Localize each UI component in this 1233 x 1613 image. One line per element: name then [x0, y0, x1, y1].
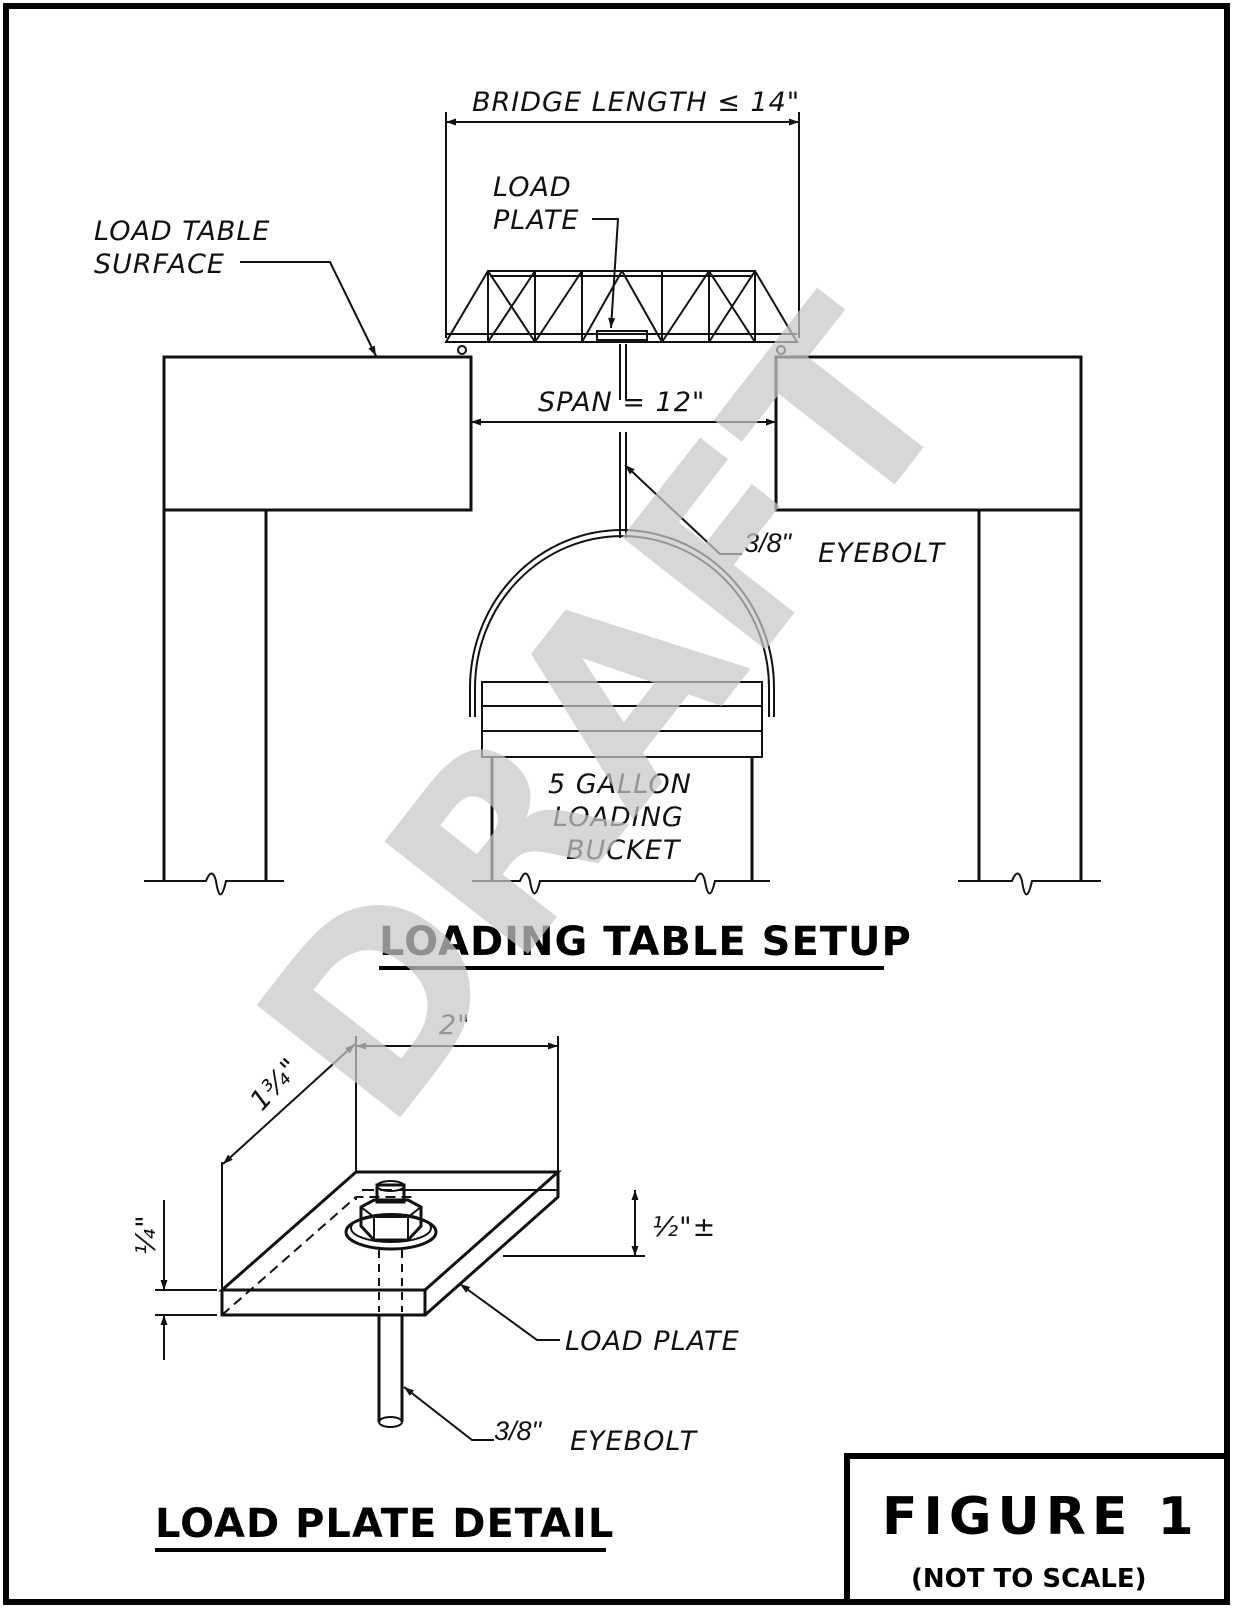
eyebolt-detail-label: EYEBOLT [570, 1426, 699, 1457]
eyebolt-leader [624, 464, 742, 555]
setup-title: LOADING TABLE SETUP [379, 919, 912, 965]
load-plate-shape [218, 1170, 562, 1317]
loading-table-setup: BRIDGE LENGTH ≤ 14" LOAD PLATE LOAD TABL… [94, 87, 1101, 970]
loading-bucket [469, 529, 775, 895]
left-table [144, 355, 473, 896]
table-surface-label-2: SURFACE [94, 249, 225, 280]
bucket-label-1: 5 GALLON [548, 769, 692, 800]
sheet-border [3, 3, 1230, 1605]
width-label: 2" [439, 1010, 471, 1041]
thickness-label: ¼" [131, 1214, 162, 1255]
load-plate-leader [592, 218, 620, 329]
load-plate-detail: 2" 1¾" [131, 1010, 740, 1552]
eyebolt-detail-size: 3/8" [494, 1416, 543, 1446]
load-plate-label-1: LOAD [493, 172, 572, 203]
eyebolt-size-label: 3/8" [744, 528, 793, 558]
figure-label: FIGURE 1 [882, 1487, 1200, 1547]
eyebolt-label: EYEBOLT [818, 538, 947, 569]
load-plate-detail-leader [459, 1283, 560, 1341]
bucket-label-2: LOADING [553, 802, 684, 833]
truss-bridge [444, 270, 799, 355]
not-to-scale-label: (NOT TO SCALE) [911, 1564, 1147, 1594]
right-table [774, 355, 1101, 896]
stud-label: ½"± [652, 1212, 716, 1243]
table-surface-label-1: LOAD TABLE [94, 216, 270, 247]
bucket-label-3: BUCKET [566, 835, 682, 866]
eyebolt-shank [377, 1250, 404, 1428]
load-plate-label-2: PLATE [493, 205, 579, 236]
load-plate-detail-label: LOAD PLATE [565, 1326, 740, 1357]
span-label: SPAN = 12" [538, 387, 705, 418]
table-surface-leader [240, 261, 377, 357]
eyebolt-detail-leader [403, 1386, 494, 1441]
title-block: FIGURE 1 (NOT TO SCALE) [844, 1453, 1227, 1604]
bridge-length-label: BRIDGE LENGTH ≤ 14" [472, 87, 800, 118]
depth-dim-line [222, 1043, 356, 1165]
detail-title: LOAD PLATE DETAIL [155, 1501, 614, 1547]
eyebolt-nut [344, 1180, 558, 1251]
